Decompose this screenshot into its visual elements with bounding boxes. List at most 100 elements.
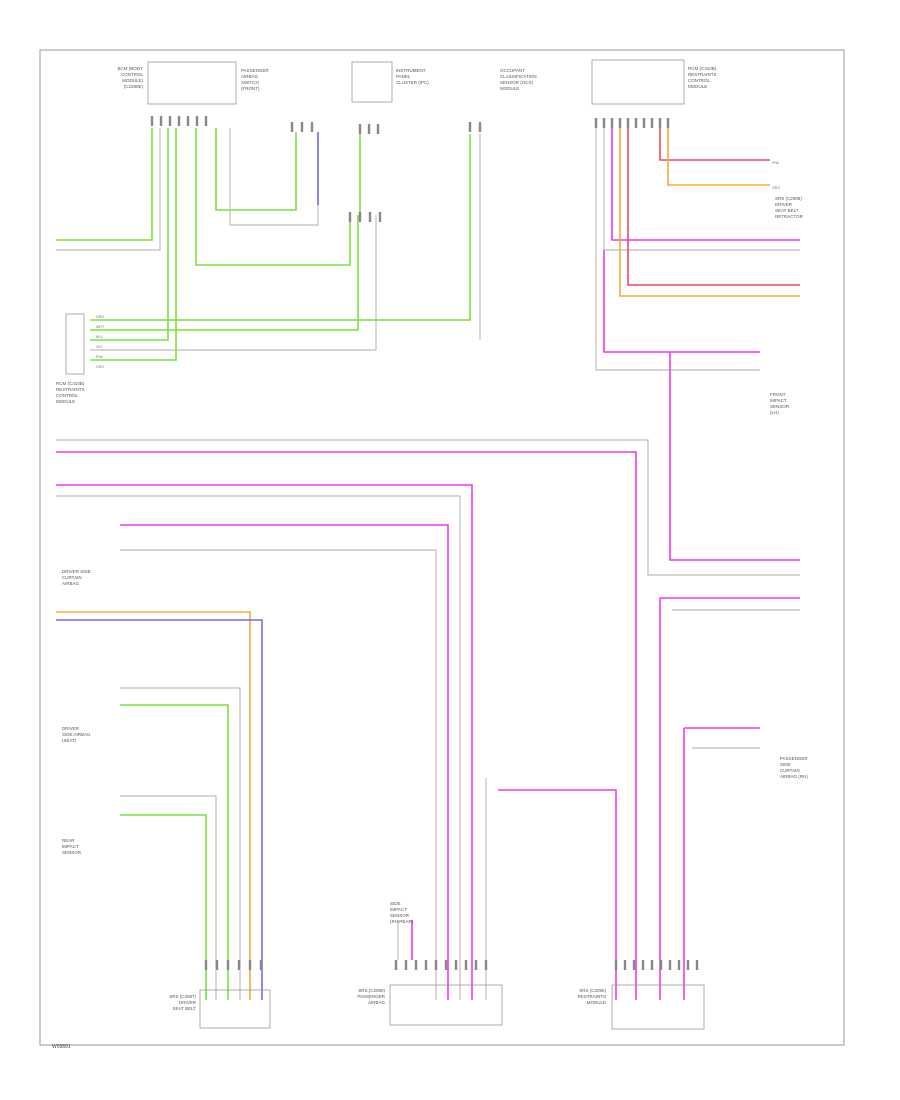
component-label: RETRACTOR [775, 214, 804, 219]
component-label: CONTROL [688, 78, 710, 83]
component-label: SIDE [390, 901, 401, 906]
component-label: MODULE [688, 84, 707, 89]
rcm-pin [610, 118, 614, 128]
component-label: RCM (C310B) [56, 381, 85, 386]
component-label: (SEAT) [62, 738, 77, 743]
bottom-mid-pin [484, 960, 488, 970]
bottom-mid-pin [414, 960, 418, 970]
component-label: SENSOR [62, 850, 82, 855]
bcm-pin [186, 116, 190, 126]
green-wire [56, 128, 153, 241]
bcm-connector [147, 61, 237, 105]
wire-label: VIO [96, 345, 102, 349]
bottom-right-pin [632, 960, 636, 970]
component-label: CLASSIFICATION [500, 74, 537, 79]
component-label: RESTRAINTS [577, 994, 606, 999]
bcm-pin [204, 116, 208, 126]
component-label: AIRBAG (RH) [780, 774, 808, 779]
gray-wire [120, 549, 437, 1000]
green-wire [215, 128, 297, 211]
bcm-pin [150, 116, 154, 126]
component-label: RESTRAINTS [56, 387, 85, 392]
component-label: DRIVER [62, 726, 80, 731]
component-label: CONTROL [121, 72, 143, 77]
component-label: SIDE AIRBAG [62, 732, 91, 737]
component-label: SENSOR [390, 913, 410, 918]
component-label: DRIVER [775, 202, 793, 207]
bottom-left-pin [204, 960, 208, 970]
wire-label: BLU [96, 335, 103, 339]
pink-wire [669, 352, 800, 561]
component-label: AIRBAG [62, 581, 80, 586]
pink-wire [603, 250, 760, 353]
component-label: SENSOR (OCS) [500, 80, 534, 85]
bottom-right-pin [659, 960, 663, 970]
bottom-right-pin [650, 960, 654, 970]
gray-wire [56, 128, 161, 251]
bottom-mid-pin [464, 960, 468, 970]
wire-label: PNK [96, 355, 104, 359]
bottom-right-pin [686, 960, 690, 970]
bottom-left-pin [237, 960, 241, 970]
green-wire [90, 128, 177, 361]
rcm-pin [626, 118, 630, 128]
wire-label: ORG [96, 365, 104, 369]
bottom-left-pin [226, 960, 230, 970]
component-label: MODULE [500, 86, 519, 91]
bottom-mid-pin [394, 960, 398, 970]
component-label: IMPACT [390, 907, 407, 912]
switch-pin [300, 122, 304, 132]
bottom-right-pin [695, 960, 699, 970]
blue-wire [56, 619, 263, 1000]
pink-wire [498, 789, 617, 1000]
ipc-pin [367, 124, 371, 134]
green-wire [120, 704, 229, 1000]
green-wire [90, 215, 359, 331]
component-label: MODULE [587, 1000, 606, 1005]
splice-pin [348, 212, 352, 222]
srs-c2087-connector [199, 989, 271, 1029]
bottom-right-pin [641, 960, 645, 970]
diagram-code: W09891 [52, 1044, 71, 1050]
bottom-mid-pin [404, 960, 408, 970]
bottom-left-pin [259, 960, 263, 970]
component-label: CONTROL [56, 393, 78, 398]
component-label: CURTAIN [780, 768, 800, 773]
component-label: SEAT BELT [172, 1006, 196, 1011]
red-wire [659, 128, 770, 161]
component-label: DRIVER [179, 1000, 197, 1005]
connector-layer [65, 59, 705, 1030]
rcm-pin [642, 118, 646, 128]
ipc-connector [351, 61, 393, 103]
rcm-connector-top [591, 59, 685, 105]
bottom-mid-pin [434, 960, 438, 970]
component-label: RESTRAINTS [688, 72, 717, 77]
pink-wire [611, 128, 800, 241]
component-label: (LH) [770, 410, 779, 415]
wire-label: GRN [96, 315, 104, 319]
wire-label: PNK [772, 161, 780, 165]
rcm-pin [634, 118, 638, 128]
gray-wire [56, 495, 461, 1000]
component-label: SWITCH [241, 80, 259, 85]
component-label: SENSOR [770, 404, 790, 409]
gray-wire [120, 687, 241, 1000]
gray-wire [120, 795, 217, 1000]
wire-label: WHT [96, 325, 105, 329]
bottom-right-pin [623, 960, 627, 970]
component-label: SIDE [780, 762, 791, 767]
ipc-pin [358, 124, 362, 134]
ocs-pin [468, 122, 472, 132]
component-label: PASSENGER [780, 756, 808, 761]
component-label: IMPACT [770, 398, 787, 403]
bcm-pin [195, 116, 199, 126]
wire-label: ORG [772, 186, 780, 190]
component-label: CURTAIN [62, 575, 82, 580]
orange-wire [619, 128, 800, 297]
component-label: SRS (C2089) [358, 988, 385, 993]
rcm-pin [650, 118, 654, 128]
green-wire [120, 814, 207, 1000]
component-label: MODULE) [122, 78, 143, 83]
green-wire [90, 128, 169, 341]
